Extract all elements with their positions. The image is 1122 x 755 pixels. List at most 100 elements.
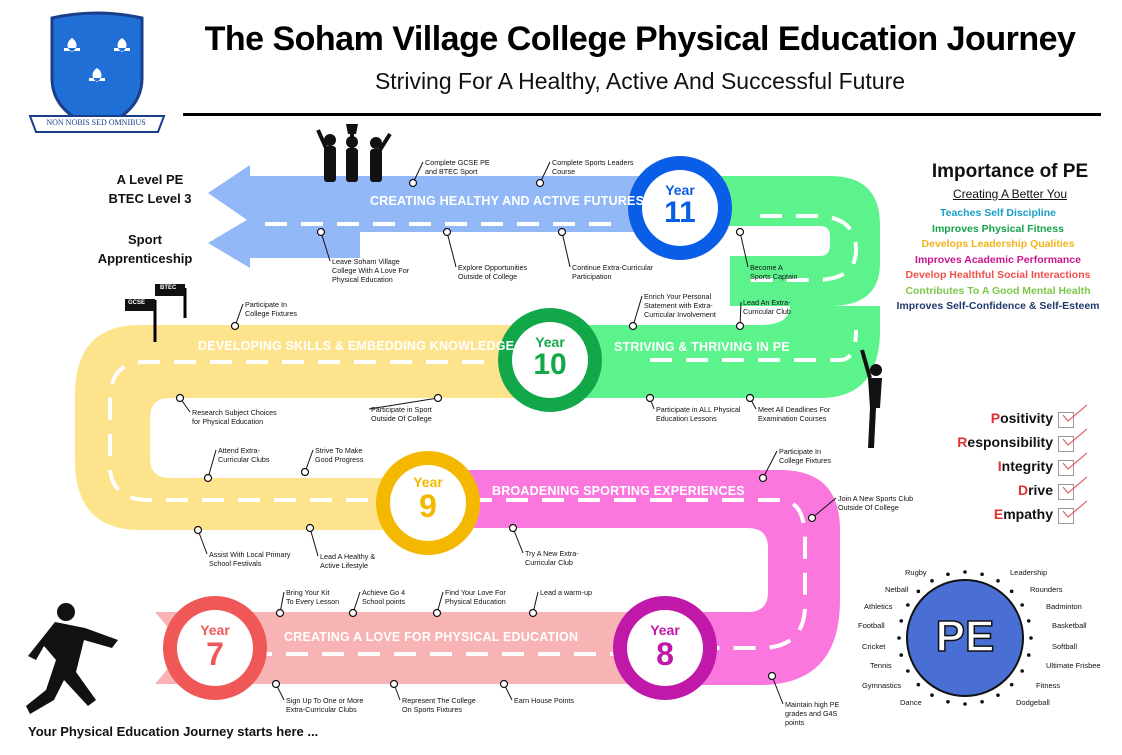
importance-item: Improves Physical Fitness (932, 222, 1064, 235)
milestone-line: Course (552, 167, 576, 176)
value-rest: ositivity (1000, 410, 1053, 426)
milestone-marker (807, 513, 817, 523)
importance-item: Develop Healthful Social Interactions (905, 269, 1091, 281)
value-p: Positivity (991, 410, 1053, 426)
road-label-year7: CREATING A LOVE FOR PHYSICAL EDUCATION (284, 630, 579, 644)
milestone-leader-line (309, 527, 319, 557)
milestone-marker (442, 227, 452, 237)
milestone-marker (203, 473, 213, 483)
milestone-line: points (785, 718, 805, 727)
value-initial: P (990, 410, 1001, 426)
milestone-line: Enrich Your Personal (644, 292, 712, 301)
sport-label: Athletics (864, 602, 893, 611)
milestone-line: Curricular Involvement (644, 310, 716, 319)
header-divider (183, 113, 1101, 116)
milestone-line: Outside of College (458, 272, 518, 281)
year11-label: Year 11 (664, 182, 696, 229)
wheel-dot (963, 570, 967, 574)
milestone-marker (348, 608, 358, 618)
wheel-dot (930, 579, 934, 583)
road-curve-green-bottom (580, 306, 880, 398)
milestone-leader-line (512, 527, 524, 554)
milestone-line: Lead A Healthy & (320, 552, 376, 561)
milestone-marker (389, 679, 399, 689)
milestone-marker (300, 467, 310, 477)
milestone-line: Earn House Points (514, 696, 574, 705)
wheel-dot (930, 693, 934, 697)
milestone-line: Explore Opportunities (458, 263, 528, 272)
sport-label: Rounders (1030, 585, 1063, 594)
milestone-marker (528, 608, 538, 618)
milestone-line: On Sports Fixtures (402, 705, 462, 714)
value-initial: I (997, 458, 1002, 474)
milestone-marker (735, 227, 745, 237)
value-d: Drive (1018, 482, 1053, 498)
milestone-leader-line (197, 529, 208, 555)
year11-circle (628, 156, 732, 260)
milestone-line: Attend Extra- (218, 446, 260, 455)
milestone-leader-line (811, 497, 837, 519)
milestone-leader-line (368, 397, 439, 410)
sport-label: Football (858, 621, 885, 630)
importance-item: Improves Self-Confidence & Self-Esteem (896, 300, 1100, 312)
milestone-line: Lead a warm-up (540, 588, 592, 597)
sprinter-icon (26, 603, 118, 714)
pe-circle-label: PE (935, 611, 995, 662)
wheel-dot (996, 579, 1000, 583)
milestone-leader-line (762, 450, 778, 479)
milestone-line: and BTEC Sport (425, 167, 478, 176)
milestone-marker (758, 473, 768, 483)
wheel-dot (963, 702, 967, 706)
milestone-a9: Lead An Extra-Curricular Club (743, 298, 791, 316)
milestone-marker (499, 679, 509, 689)
milestone-line: Outside Of College (371, 414, 432, 423)
milestone-line: Education Lessons (656, 414, 717, 423)
milestone-line: Research Subject Choices (192, 408, 277, 417)
flags-icon (125, 284, 187, 342)
milestone-line: Represent The College (402, 696, 476, 705)
milestone-marker (193, 525, 203, 535)
milestone-line: Achieve Go 4 (362, 588, 406, 597)
wheel-dot (1009, 589, 1014, 594)
importance-title: Importance of PE (931, 161, 1089, 182)
celebrating-team-icon (316, 124, 392, 182)
wheel-dot (980, 699, 984, 704)
year9-circle (376, 451, 480, 555)
importance-item: Develops Leadership Qualities (921, 238, 1075, 250)
sport-label: Tennis (870, 661, 892, 670)
milestone-a14: Attend Extra-Curricular Clubs (218, 446, 270, 464)
importance-item: Contributes To A Good Mental Health (905, 284, 1091, 297)
milestone-line: Find Your Love For (445, 588, 506, 597)
milestone-leader-line (446, 231, 457, 268)
milestone-marker (735, 321, 745, 331)
college-crest-logo (28, 11, 166, 133)
wheel-dot (906, 669, 910, 673)
milestone-marker (508, 523, 518, 533)
milestone-marker (275, 608, 285, 618)
milestone-line: Meet All Deadlines For (758, 405, 831, 414)
milestone-line: Participate In (779, 447, 821, 456)
wheel-dot (1026, 653, 1031, 657)
milestone-marker (271, 679, 281, 689)
milestone-line: Bring Your Kit (286, 588, 330, 597)
milestone-line: Participate In (245, 300, 287, 309)
year8-circle (613, 596, 717, 700)
milestone-line: Participation (572, 272, 612, 281)
pe-sports-wheel (897, 570, 1033, 706)
sport-label: Softball (1052, 642, 1078, 651)
milestone-marker (305, 523, 315, 533)
wheel-dot (946, 572, 950, 577)
wheel-dot (980, 572, 984, 577)
road-year7 (155, 612, 650, 684)
milestone-line: Assist With Local Primary (209, 550, 291, 559)
milestone-line: Continue Extra-Curricular (572, 263, 654, 272)
